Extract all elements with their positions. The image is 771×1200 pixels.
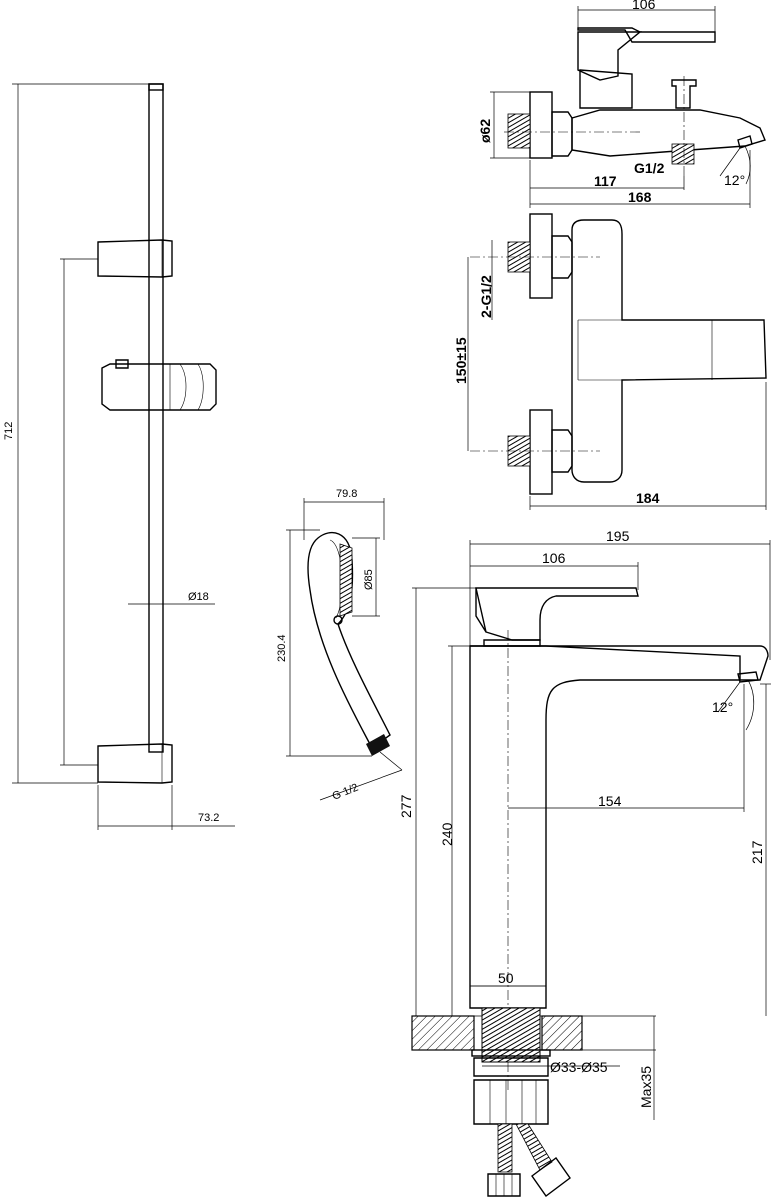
front-inlet-thread-label: 2-G1/2 bbox=[478, 275, 494, 318]
front-centers-label: 150±15 bbox=[453, 337, 469, 384]
rail-bracket-width-label: 73.2 bbox=[198, 812, 219, 824]
front-flange-top bbox=[529, 213, 553, 299]
rail-rod bbox=[148, 83, 164, 753]
basin-body bbox=[469, 645, 741, 1009]
rail-diameter-label: Ø18 bbox=[188, 591, 209, 603]
flange-diameter-label: ø62 bbox=[477, 119, 493, 143]
hand-shower-view: 79.8 Ø85 230.4 G 1/2 bbox=[276, 488, 403, 803]
wall-flange bbox=[529, 91, 553, 159]
basin-handle bbox=[475, 587, 639, 641]
front-width-label: 184 bbox=[636, 490, 660, 506]
front-body bbox=[571, 219, 767, 483]
countertop-right bbox=[541, 1015, 583, 1051]
front-flange-bottom bbox=[529, 409, 553, 495]
bath-mixer-front-view: 2-G1/2 150±15 184 bbox=[453, 213, 767, 510]
countertop-left bbox=[411, 1015, 475, 1051]
side-spout-angle-label: 12° bbox=[724, 172, 745, 188]
side-handle-width-label: 106 bbox=[632, 0, 656, 12]
top-bracket bbox=[97, 239, 173, 278]
basin-hole-diameter-label: Ø33-Ø35 bbox=[550, 1059, 608, 1075]
hand-shower-length-label: 230.4 bbox=[276, 634, 288, 662]
side-outlet-offset-label: 117 bbox=[594, 173, 617, 189]
basin-body-height-label: 240 bbox=[439, 822, 455, 846]
head-diameter-label: Ø85 bbox=[363, 569, 375, 590]
hand-shower-thread-label: G 1/2 bbox=[331, 782, 360, 803]
side-outlet-thread-label: G1/2 bbox=[634, 160, 665, 176]
side-total-depth-label: 168 bbox=[628, 189, 652, 205]
shower-rail-view: 712 Ø18 73.2 bbox=[3, 83, 235, 830]
diverter-knob bbox=[671, 79, 697, 109]
basin-handle-width-label: 106 bbox=[542, 550, 566, 566]
bottom-bracket bbox=[97, 743, 173, 784]
hand-shower-width-label: 79.8 bbox=[336, 488, 357, 500]
basin-spout-angle-label: 12° bbox=[712, 699, 733, 715]
flex-hose-right bbox=[515, 1123, 553, 1171]
basin-max-counter-label: Max35 bbox=[638, 1066, 654, 1108]
basin-mixer-view: 195 106 12° 154 277 240 217 bbox=[398, 528, 771, 1197]
bath-mixer-side-view: 106 ø62 G1/2 12° 117 168 bbox=[477, 0, 766, 208]
basin-spout-reach-label: 154 bbox=[598, 793, 622, 809]
rail-length-label: 712 bbox=[3, 422, 15, 440]
basin-shank bbox=[481, 1007, 541, 1063]
basin-lock-nut bbox=[473, 1079, 549, 1125]
slider bbox=[101, 363, 217, 411]
flex-hose-left bbox=[497, 1123, 513, 1173]
basin-total-depth-label: 195 bbox=[606, 528, 630, 544]
side-handle-top bbox=[577, 27, 716, 43]
basin-spout-height-label: 217 bbox=[749, 840, 765, 864]
side-spout bbox=[571, 109, 766, 157]
basin-base-width-label: 50 bbox=[498, 970, 514, 986]
shower-head-face bbox=[339, 543, 353, 617]
hose-connector bbox=[366, 734, 390, 756]
basin-total-height-label: 277 bbox=[398, 794, 414, 818]
